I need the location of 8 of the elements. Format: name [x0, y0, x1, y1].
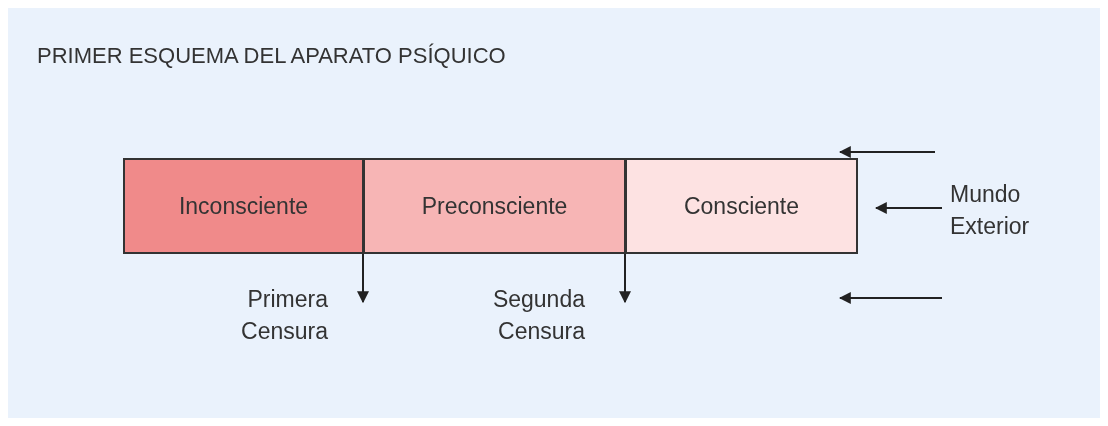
- layer-box: Preconsciente: [363, 158, 626, 254]
- censorship-label: Primera Censura: [240, 285, 328, 346]
- layer-box: Consciente: [625, 158, 858, 254]
- layer-box: Inconsciente: [123, 158, 364, 254]
- diagram-title: PRIMER ESQUEMA DEL APARATO PSÍQUICO: [37, 42, 506, 70]
- censorship-label: Segunda Censura: [491, 285, 585, 346]
- arrow: [874, 202, 943, 214]
- outer-world-text: Mundo Exterior: [950, 170, 1070, 250]
